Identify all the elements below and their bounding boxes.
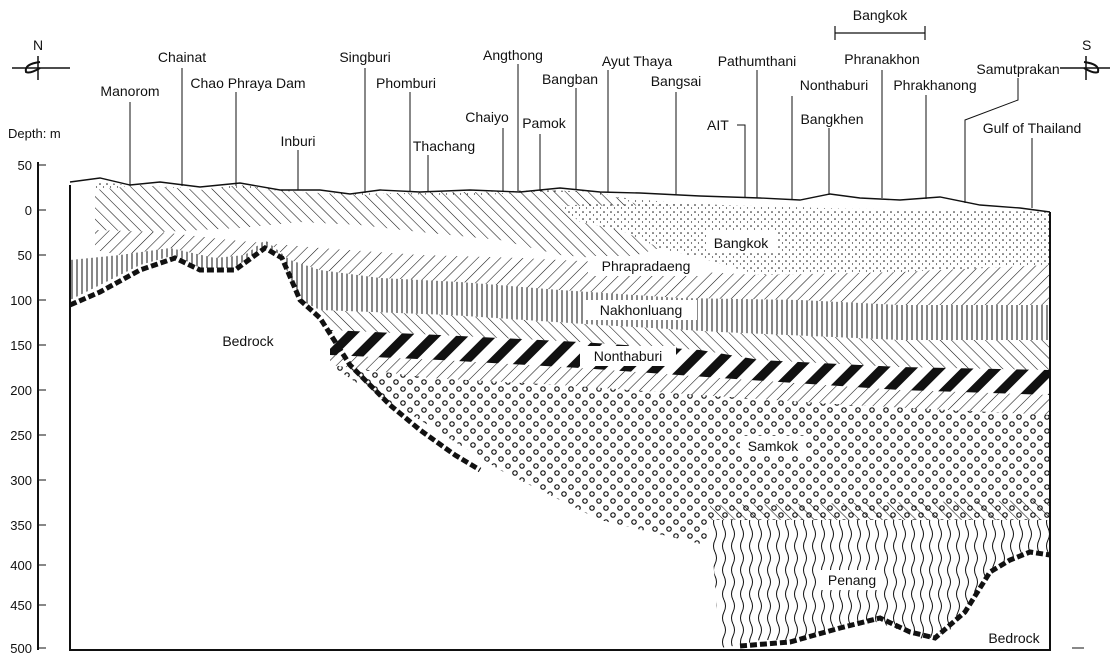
depth-axis-label: Depth: m bbox=[8, 126, 61, 141]
south-arrow: S bbox=[1060, 37, 1110, 80]
layer-label-nakhonluang: Nakhonluang bbox=[600, 302, 683, 318]
layer-label-bangkok: Bangkok bbox=[714, 235, 769, 251]
location-label: Nonthaburi bbox=[800, 77, 869, 93]
bangkok-span: Bangkok bbox=[835, 7, 925, 40]
depth-tick-label: 300 bbox=[10, 473, 32, 488]
depth-tick-label: 400 bbox=[10, 558, 32, 573]
layer-label-bedrock-right: Bedrock bbox=[988, 630, 1040, 646]
location-label: Chainat bbox=[158, 49, 206, 65]
location-label: Thachang bbox=[413, 138, 475, 154]
location-label: Gulf of Thailand bbox=[983, 120, 1082, 136]
depth-tick-label: 50 bbox=[18, 248, 32, 263]
south-label: S bbox=[1082, 37, 1091, 53]
location-label: Pamok bbox=[522, 115, 567, 131]
location-label: Bangkhen bbox=[800, 111, 863, 127]
depth-tick-label: 350 bbox=[10, 518, 32, 533]
depth-tick-label: 250 bbox=[10, 428, 32, 443]
location-label: Inburi bbox=[280, 133, 315, 149]
north-arrow: N bbox=[12, 37, 70, 80]
location-label: Phomburi bbox=[376, 75, 436, 91]
bangkok-span-label: Bangkok bbox=[853, 7, 908, 23]
depth-tick-label: 500 bbox=[10, 641, 32, 656]
location-label: Samutprakan bbox=[976, 61, 1059, 77]
location-label: AIT bbox=[707, 117, 729, 133]
location-label: Singburi bbox=[339, 49, 390, 65]
location-label: Manorom bbox=[100, 83, 159, 99]
location-label: Pathumthani bbox=[718, 53, 797, 69]
location-label: Chao Phraya Dam bbox=[190, 75, 305, 91]
location-label: Chaiyo bbox=[465, 109, 509, 125]
depth-tick-label: 450 bbox=[10, 598, 32, 613]
depth-axis: Depth: m 50 0 50 100 150 200 250 300 350… bbox=[8, 126, 61, 656]
location-label: Phrakhanong bbox=[893, 77, 976, 93]
location-label: Angthong bbox=[483, 47, 543, 63]
depth-tick-label: 50 bbox=[18, 158, 32, 173]
depth-tick-label: 150 bbox=[10, 338, 32, 353]
location-label: Bangsai bbox=[651, 73, 702, 89]
depth-tick-label: 200 bbox=[10, 383, 32, 398]
depth-tick-label: 0 bbox=[25, 203, 32, 218]
layer-label-samkok: Samkok bbox=[748, 438, 800, 454]
location-label: Phranakhon bbox=[844, 51, 920, 67]
layer-label-penang: Penang bbox=[828, 572, 876, 588]
location-label: Ayut Thaya bbox=[602, 53, 673, 69]
layer-label-phrapradaeng: Phrapradaeng bbox=[602, 258, 691, 274]
layer-label-nonthaburi: Nonthaburi bbox=[594, 348, 663, 364]
layer-label-bedrock-left: Bedrock bbox=[222, 333, 274, 349]
cross-section-layers bbox=[70, 178, 1050, 650]
location-label: Bangban bbox=[542, 71, 598, 87]
depth-tick-label: 100 bbox=[10, 293, 32, 308]
north-label: N bbox=[33, 37, 43, 53]
